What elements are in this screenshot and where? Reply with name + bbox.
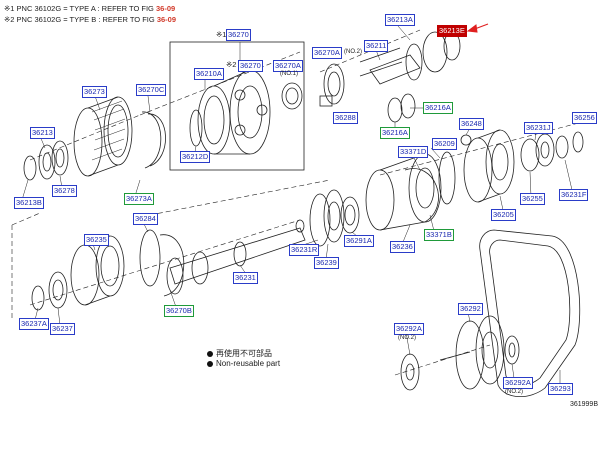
ring-36213b — [23, 155, 37, 181]
snap-ring-36270c — [141, 111, 162, 169]
part-label-36213a[interactable]: 36213A — [385, 14, 415, 26]
part-label-36213b[interactable]: 36213B — [14, 197, 44, 209]
ring-36209 — [438, 151, 456, 205]
part-label-36270c[interactable]: 36270C — [136, 84, 167, 96]
diagram-code: 361999B — [569, 401, 598, 408]
note-no2-b: (NO.2) — [505, 389, 523, 395]
bearing-36270a — [281, 82, 303, 110]
washer-36213 — [38, 144, 56, 180]
fig-ref-link-2[interactable]: 36-09 — [156, 15, 176, 24]
part-label-36212d[interactable]: 36212D — [180, 151, 211, 163]
sprocket-36292 — [439, 315, 505, 390]
part-label-36231f[interactable]: 36231F — [559, 189, 589, 201]
part-label-36235[interactable]: 36235 — [84, 234, 109, 246]
part-label-36237a[interactable]: 36237A — [19, 318, 49, 330]
part-label-33371d[interactable]: 33371D — [398, 146, 429, 158]
ring-36216a-1 — [387, 97, 403, 123]
part-label-36231r[interactable]: 36231R — [289, 244, 320, 256]
drum-36273 — [73, 96, 133, 177]
fig-ref-link-1[interactable]: 36-09 — [155, 4, 176, 13]
part-label-36292a-1[interactable]: 36292A — [394, 323, 424, 335]
part-36248 — [460, 134, 472, 146]
part-label-36270b[interactable]: 36270B — [164, 305, 194, 317]
part-label-36237[interactable]: 36237 — [50, 323, 75, 335]
non-reusable-dot-icon — [207, 360, 213, 367]
part-label-36205[interactable]: 36205 — [491, 209, 516, 221]
gear-36231r — [309, 189, 345, 247]
part-label-36248[interactable]: 36248 — [459, 118, 484, 130]
part-label-33371b[interactable]: 33371B — [424, 229, 454, 241]
part-label-36236[interactable]: 36236 — [390, 241, 415, 253]
planetary-gear-assembly — [189, 69, 271, 155]
header-line-2: ※2 PNC 36102G = TYPE B : REFER TO FIG 36… — [4, 15, 176, 24]
bearing-36255 — [520, 133, 555, 172]
part-label-36291a[interactable]: 36291A — [344, 235, 374, 247]
part-label-36270[interactable]: 36270 — [226, 29, 251, 41]
part-label-36273a[interactable]: 36273A — [124, 193, 154, 205]
bearing-36292a-2 — [504, 335, 520, 365]
part-label-36209[interactable]: 36209 — [432, 138, 457, 150]
part-label-36210a[interactable]: 36210A — [194, 68, 224, 80]
part-label-36273[interactable]: 36273 — [82, 86, 107, 98]
part-label-36213[interactable]: 36213 — [30, 127, 55, 139]
part-label-36278[interactable]: 36278 — [52, 185, 77, 197]
part-label-36292a-2[interactable]: 36292A — [503, 377, 533, 389]
ring-36231f — [555, 135, 569, 159]
ring-36237a — [31, 285, 45, 311]
part-label-36231j[interactable]: 36231J — [524, 122, 553, 134]
header-line-1: ※1 PNC 36102G = TYPE A : REFER TO FIG 36… — [4, 4, 175, 13]
part-label-36216a-2[interactable]: 36216A — [380, 127, 410, 139]
mark-1: ※1 — [216, 30, 227, 39]
part-label-36216a-1[interactable]: 36216A — [423, 102, 453, 114]
part-label-36255[interactable]: 36255 — [520, 193, 545, 205]
part-label-36288[interactable]: 36288 — [333, 112, 358, 124]
input-shaft-36211 — [359, 31, 461, 85]
note-no2-a: (NO.2) — [344, 49, 362, 55]
note-no2-c: (NO.2) — [398, 335, 416, 341]
snap-ring-33371d — [404, 168, 439, 223]
legend-en-text: Non-reusable part — [216, 359, 281, 368]
part-label-36284[interactable]: 36284 — [133, 213, 158, 225]
ring-36256 — [572, 131, 584, 153]
part-label-36256[interactable]: 36256 — [572, 112, 597, 124]
legend-jp-text: 再使用不可部品 — [216, 349, 272, 358]
gear-36205 — [463, 129, 515, 203]
note-no1: (NO.1) — [280, 71, 298, 77]
part-label-36270a-inner[interactable]: 36270A — [273, 60, 303, 72]
part-label-36293[interactable]: 36293 — [548, 383, 573, 395]
legend-jp: 再使用不可部品 — [207, 348, 272, 359]
header-line-2-text: ※2 PNC 36102G = TYPE B : REFER TO FIG — [4, 15, 155, 24]
non-reusable-dot-icon — [207, 350, 213, 357]
output-shaft-36231 — [166, 227, 306, 295]
part-label-36270a-top[interactable]: 36270A — [312, 47, 342, 59]
part-label-36231[interactable]: 36231 — [233, 272, 258, 284]
bearing-36291a — [340, 196, 360, 234]
bearing-36237 — [48, 271, 68, 309]
highlight-arrow — [466, 23, 489, 33]
bearing-36235 — [70, 235, 125, 306]
part-label-36213e-highlighted[interactable]: 36213E — [437, 25, 467, 37]
assembly-box — [169, 41, 305, 171]
chain-36293 — [479, 229, 581, 398]
part-label-36211[interactable]: 36211 — [364, 40, 389, 52]
ring-36284 — [139, 229, 161, 287]
header-line-1-text: ※1 PNC 36102G = TYPE A : REFER TO FIG — [4, 4, 154, 13]
part-36288 — [319, 95, 333, 107]
part-label-36292[interactable]: 36292 — [458, 303, 483, 315]
legend-en: Non-reusable part — [207, 359, 280, 368]
part-label-36270-inner[interactable]: 36270 — [238, 60, 263, 72]
ring-36216a-2 — [400, 93, 416, 119]
part-label-36239[interactable]: 36239 — [314, 257, 339, 269]
ring-36270b — [159, 234, 185, 297]
mark-2: ※2 — [226, 60, 237, 69]
ring-36270a-no2 — [323, 63, 345, 105]
